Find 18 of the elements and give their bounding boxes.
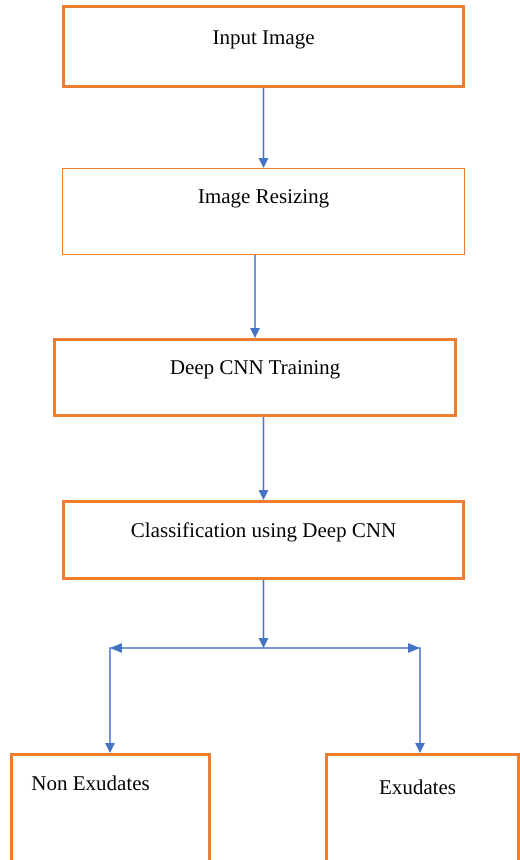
box-label: Exudates: [379, 774, 456, 801]
process-box: [62, 168, 465, 255]
process-box: [53, 338, 457, 417]
arrow: [258, 88, 268, 168]
box-label: Input Image: [212, 24, 315, 51]
process-box: [10, 753, 211, 860]
arrow: [258, 417, 268, 500]
box-label: Classification using Deep CNN: [130, 517, 396, 544]
process-box: [325, 753, 520, 860]
box-label: Deep CNN Training: [170, 354, 340, 381]
process-box: [62, 5, 465, 88]
arrow: [105, 647, 264, 753]
box-label: Non Exudates: [31, 770, 150, 797]
process-box: [62, 500, 465, 580]
box-label: Image Resizing: [198, 183, 330, 210]
arrow: [250, 255, 260, 338]
arrow: [258, 580, 268, 648]
arrow: [264, 647, 425, 753]
